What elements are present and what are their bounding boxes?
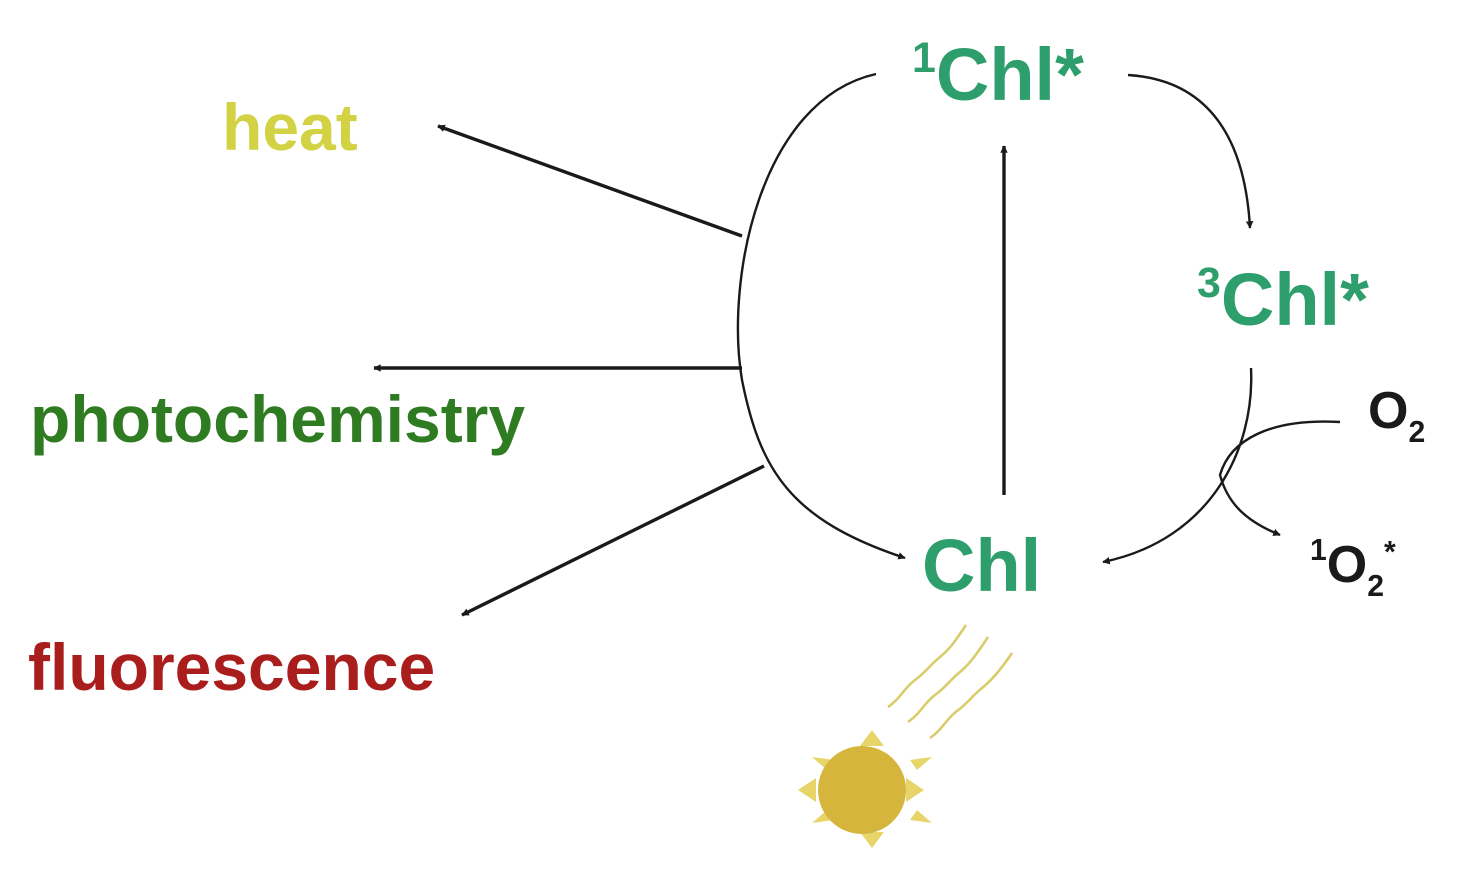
- singlet-oxygen-base: O: [1327, 536, 1367, 594]
- deexcitation-loop-arrow: [736, 72, 906, 560]
- fluorescence-label: fluorescence: [28, 630, 435, 704]
- photochemistry-label: photochemistry: [30, 382, 525, 456]
- light-ray-3: [929, 652, 1014, 740]
- intersystem-crossing-arrow: [1127, 73, 1254, 229]
- singlet-oxygen-prefix: 1: [1310, 534, 1327, 567]
- sun-disc: [818, 746, 906, 834]
- heat-label: heat: [222, 90, 358, 164]
- sun-ray-top: [860, 730, 884, 746]
- light-ray-2: [907, 636, 990, 724]
- sun-ray-left: [798, 778, 816, 802]
- oxygen-base: O: [1368, 382, 1408, 440]
- singlet-base: Chl*: [936, 33, 1084, 116]
- singlet-oxygen-suffix: *: [1384, 536, 1396, 569]
- singlet-prefix: 1: [912, 34, 936, 82]
- sun-ray-bottom-right: [910, 810, 932, 823]
- light-ray-1: [887, 624, 968, 709]
- singlet-oxygen-subscript: 2: [1367, 570, 1384, 603]
- sun-ray-bottom: [860, 832, 884, 848]
- triplet-prefix: 3: [1197, 259, 1221, 307]
- sun-icon: [798, 730, 932, 848]
- ground-chl-label: Chl: [922, 524, 1041, 607]
- singlet-oxygen-label: 1O2*: [1310, 534, 1396, 603]
- sun-ray-top-right: [910, 757, 932, 770]
- singlet-chl-label: 1Chl*: [912, 33, 1084, 116]
- oxygen-conversion-arrow: [1218, 420, 1341, 537]
- light-wave-icon: [887, 624, 1014, 740]
- triplet-decay-arrow: [1102, 367, 1253, 565]
- sun-ray-right: [906, 778, 924, 802]
- fluorescence-arrow: [461, 464, 765, 617]
- heat-arrow: [437, 124, 743, 238]
- oxygen-subscript: 2: [1408, 416, 1425, 449]
- triplet-base: Chl*: [1221, 258, 1369, 341]
- oxygen-label: O2: [1368, 382, 1425, 449]
- triplet-chl-label: 3Chl*: [1197, 258, 1369, 341]
